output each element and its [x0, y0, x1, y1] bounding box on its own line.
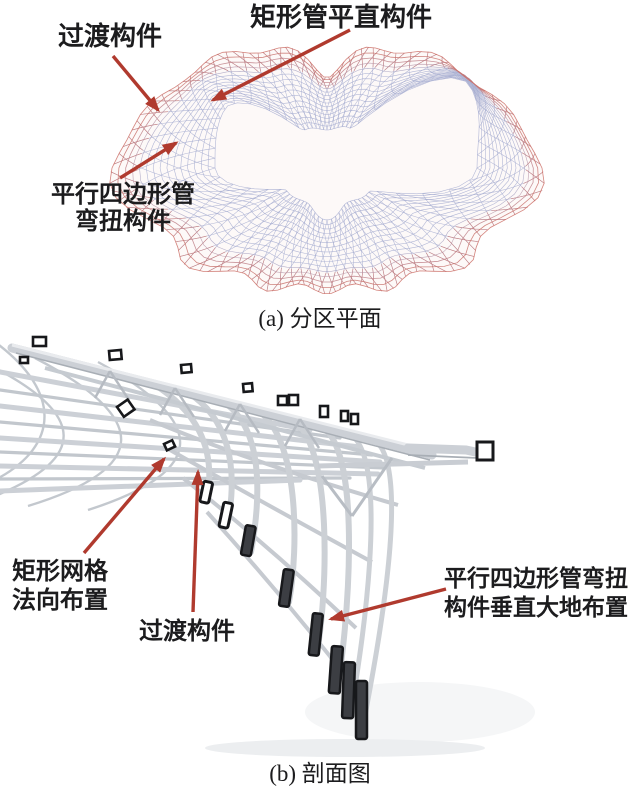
caption-panel-a: (a) 分区平面 — [258, 306, 382, 331]
label-parallelogram-b: 平行四边形管弯扭 构件垂直大地布置 — [444, 565, 628, 623]
label-parallelogram-b-line1: 平行四边形管弯扭 — [444, 566, 628, 591]
caption-panel-b: (b) 剖面图 — [269, 761, 371, 786]
section-render — [0, 335, 535, 757]
label-parallelogram-a-line1: 平行四边形管 — [51, 182, 195, 208]
arrow-transition-b — [191, 469, 204, 613]
label-parallelogram-a: 平行四边形管 弯扭构件 — [40, 182, 206, 236]
label-transition-a: 过渡构件 — [58, 22, 163, 51]
label-rect-grid-line2: 法向布置 — [12, 587, 108, 614]
label-parallelogram-a-line2: 弯扭构件 — [75, 208, 171, 235]
label-rect-grid-line1: 矩形网格 — [12, 559, 108, 585]
arrow-parallelogram-b — [328, 587, 447, 622]
plan-mesh — [109, 46, 545, 295]
arrow-rect-grid — [82, 456, 166, 555]
arrow-straight-members — [210, 28, 351, 102]
label-transition-b: 过渡构件 — [139, 619, 235, 645]
label-parallelogram-b-line2: 构件垂直大地布置 — [444, 594, 628, 620]
arrow-transition-a — [111, 54, 160, 113]
leader-arrows — [82, 28, 447, 622]
label-rect-grid: 矩形网格 法向布置 — [12, 558, 108, 616]
arrow-parallelogram-a — [119, 141, 179, 180]
label-straight-members: 矩形管平直构件 — [250, 3, 433, 32]
